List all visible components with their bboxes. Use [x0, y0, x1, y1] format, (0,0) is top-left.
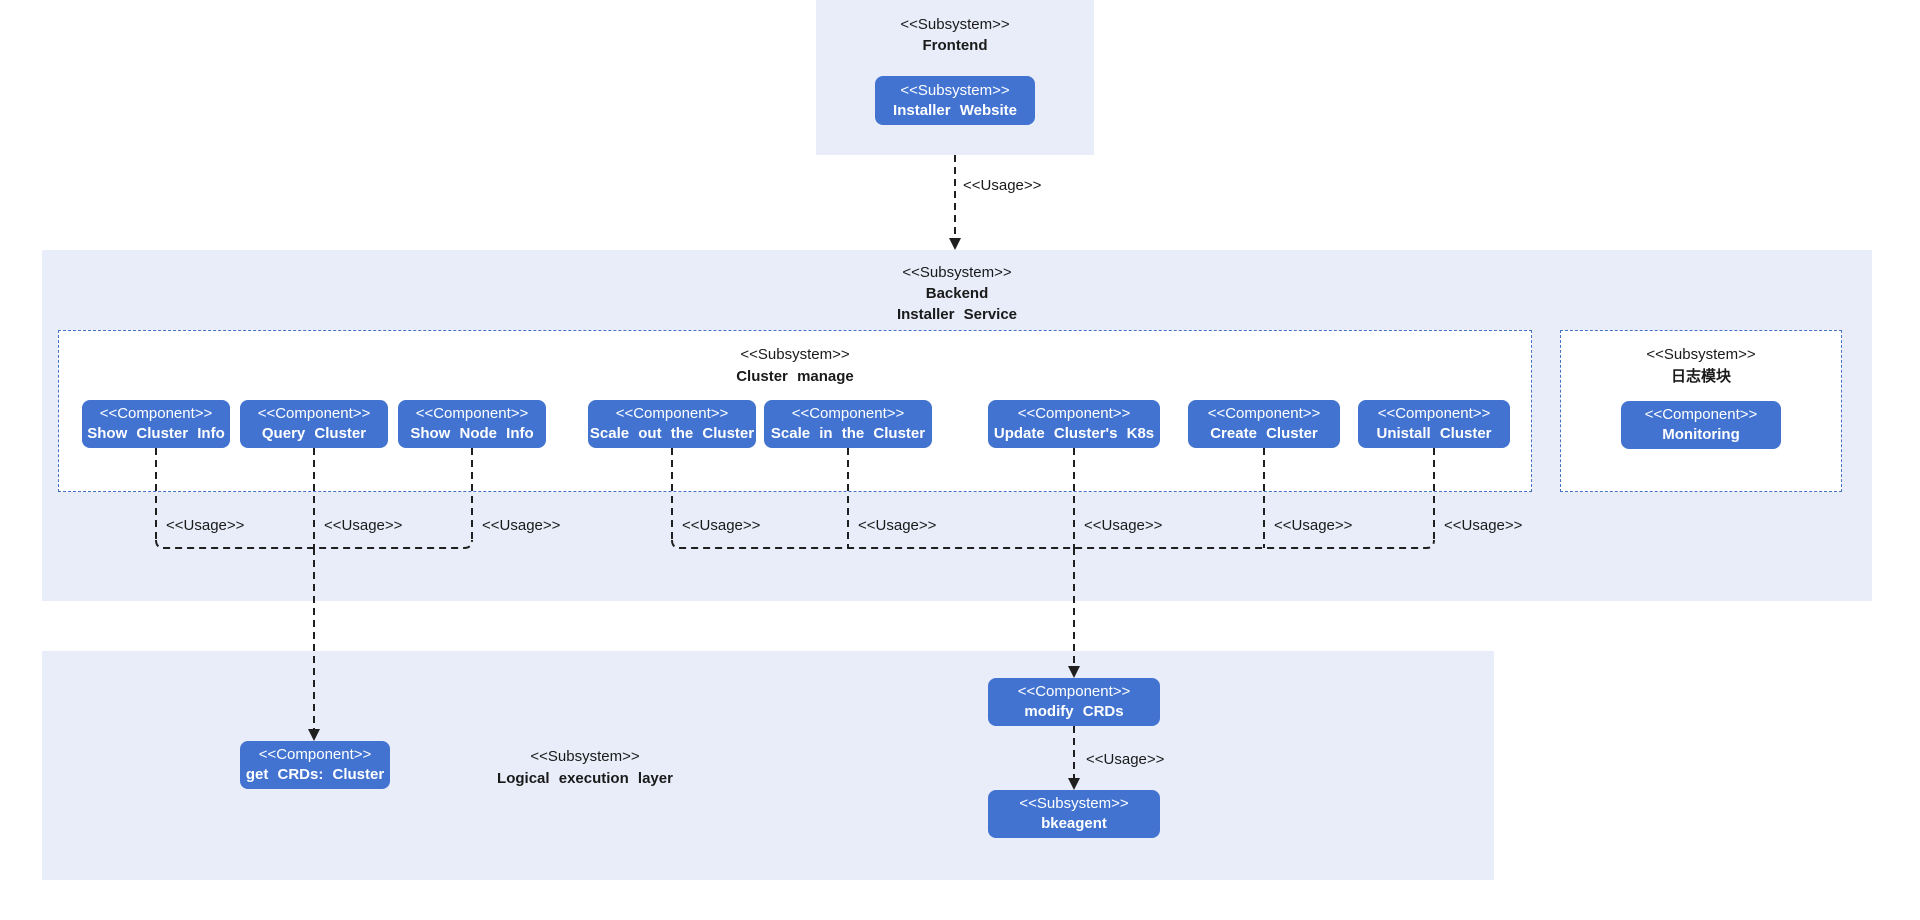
- backend-header: <<Subsystem>> Backend Installer Service: [42, 262, 1872, 325]
- component-scale-in-cluster: <<Component>> Scale in the Cluster: [764, 400, 932, 448]
- frontend-subsystem-box: <<Subsystem>> Frontend <<Subsystem>> Ins…: [816, 0, 1094, 155]
- component-stereotype: <<Component>>: [99, 405, 213, 422]
- component-label: Create Cluster: [1210, 425, 1318, 442]
- frontend-stereotype: <<Subsystem>>: [900, 16, 1010, 33]
- logical-layer-title: Logical execution layer: [497, 770, 673, 787]
- usage-label: <<Usage>>: [1274, 517, 1353, 534]
- installer-website-stereotype: <<Subsystem>>: [900, 81, 1010, 99]
- logical-layer-stereotype: <<Subsystem>>: [530, 748, 640, 765]
- component-label: Update Cluster's K8s: [993, 425, 1155, 442]
- component-get-crds-cluster: <<Component>> get CRDs: Cluster: [240, 741, 390, 789]
- usage-label: <<Usage>>: [858, 517, 937, 534]
- component-monitoring: <<Component>> Monitoring: [1621, 401, 1781, 449]
- subsystem-stereotype: <<Subsystem>>: [1019, 795, 1129, 812]
- installer-website-node: <<Subsystem>> Installer Website: [875, 76, 1035, 125]
- component-label: modify CRDs: [1024, 703, 1124, 720]
- component-create-cluster: <<Component>> Create Cluster: [1188, 400, 1340, 448]
- component-stereotype: <<Component>>: [257, 405, 371, 422]
- component-stereotype: <<Component>>: [258, 746, 372, 763]
- component-show-cluster-info: <<Component>> Show Cluster Info: [82, 400, 230, 448]
- usage-label: <<Usage>>: [1444, 517, 1523, 534]
- component-scale-out-cluster: <<Component>> Scale out the Cluster: [588, 400, 756, 448]
- component-label: Show Cluster Info: [87, 425, 225, 442]
- installer-website-label: Installer Website: [893, 101, 1017, 119]
- cluster-manage-title: Cluster manage: [736, 368, 854, 385]
- component-update-clusters-k8s: <<Component>> Update Cluster's K8s: [988, 400, 1160, 448]
- backend-title-line2: Installer Service: [896, 306, 1018, 323]
- backend-stereotype: <<Subsystem>>: [902, 264, 1012, 281]
- component-stereotype: <<Component>>: [1377, 405, 1491, 422]
- component-stereotype: <<Component>>: [615, 405, 729, 422]
- component-label: Monitoring: [1662, 426, 1740, 443]
- frontend-header: <<Subsystem>> Frontend: [816, 14, 1094, 56]
- log-module-title: 日志模块: [1670, 368, 1731, 385]
- subsystem-label: bkeagent: [1041, 815, 1107, 832]
- usage-connector-frontend-backend: [949, 155, 961, 250]
- component-label: get CRDs: Cluster: [245, 766, 385, 783]
- component-stereotype: <<Component>>: [1017, 683, 1131, 700]
- component-show-node-info: <<Component>> Show Node Info: [398, 400, 546, 448]
- usage-label: <<Usage>>: [1084, 517, 1163, 534]
- logical-layer-header: <<Subsystem>> Logical execution layer: [430, 746, 740, 790]
- component-label: Unistall Cluster: [1376, 425, 1492, 442]
- cluster-manage-stereotype: <<Subsystem>>: [740, 346, 850, 363]
- log-module-stereotype: <<Subsystem>>: [1646, 346, 1756, 363]
- subsystem-bkeagent-node: <<Subsystem>> bkeagent: [988, 790, 1160, 838]
- component-stereotype: <<Component>>: [1644, 406, 1758, 423]
- cluster-manage-header: <<Subsystem>> Cluster manage: [59, 344, 1531, 388]
- usage-label: <<Usage>>: [166, 517, 245, 534]
- usage-label: <<Usage>>: [1086, 751, 1165, 768]
- backend-title-line1: Backend: [925, 285, 989, 302]
- usage-label: <<Usage>>: [963, 177, 1042, 194]
- component-stereotype: <<Component>>: [415, 405, 529, 422]
- component-label: Query Cluster: [261, 425, 367, 442]
- component-label: Scale out the Cluster: [589, 425, 755, 442]
- component-label: Scale in the Cluster: [770, 425, 926, 442]
- component-unistall-cluster: <<Component>> Unistall Cluster: [1358, 400, 1510, 448]
- component-stereotype: <<Component>>: [791, 405, 905, 422]
- component-stereotype: <<Component>>: [1017, 405, 1131, 422]
- log-module-box: <<Subsystem>> 日志模块 <<Component>> Monitor…: [1560, 330, 1842, 492]
- component-modify-crds: <<Component>> modify CRDs: [988, 678, 1160, 726]
- component-stereotype: <<Component>>: [1207, 405, 1321, 422]
- component-label: Show Node Info: [410, 425, 534, 442]
- usage-label: <<Usage>>: [482, 517, 561, 534]
- log-module-header: <<Subsystem>> 日志模块: [1561, 344, 1841, 388]
- usage-label: <<Usage>>: [682, 517, 761, 534]
- usage-label: <<Usage>>: [324, 517, 403, 534]
- frontend-title: Frontend: [922, 37, 988, 54]
- component-query-cluster: <<Component>> Query Cluster: [240, 400, 388, 448]
